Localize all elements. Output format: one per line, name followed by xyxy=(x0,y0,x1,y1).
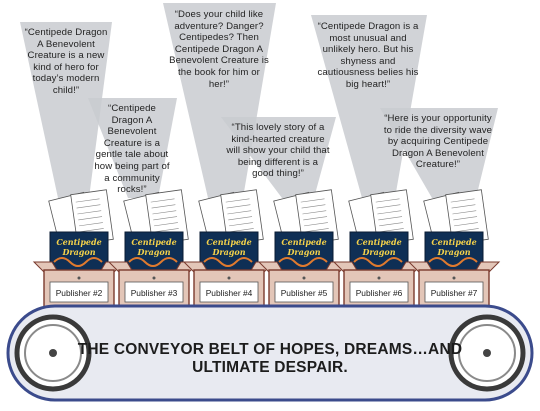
manuscript-line xyxy=(229,222,253,227)
manuscript-line xyxy=(151,204,176,209)
publisher-label-3: Publisher #3 xyxy=(130,288,178,298)
manuscript-line xyxy=(453,216,478,221)
book-cover xyxy=(424,231,484,271)
book-title-4: Centipede Dragon xyxy=(281,237,327,257)
book-title-6: Centipede Dragon xyxy=(431,237,477,257)
manuscript-line xyxy=(451,204,476,209)
dragon-art xyxy=(53,257,103,267)
spotlight-beam xyxy=(88,98,177,198)
manuscript-line xyxy=(375,198,400,203)
label-pin xyxy=(302,276,306,280)
manuscript-line xyxy=(228,216,253,221)
manuscript-line xyxy=(152,210,177,215)
manuscript-line xyxy=(304,222,328,227)
manuscript-line xyxy=(452,210,477,215)
book-cover xyxy=(49,231,109,271)
manuscript-line xyxy=(225,198,250,203)
manuscript-line xyxy=(304,228,329,233)
publisher-label-4: Publisher #4 xyxy=(205,288,253,298)
manuscript-line xyxy=(379,228,404,233)
manuscript-line xyxy=(154,222,178,227)
publisher-label-card xyxy=(274,281,334,303)
publisher-box xyxy=(32,189,126,311)
quote-2: “Does your child like adventure? Danger?… xyxy=(169,9,269,90)
publisher-label-card xyxy=(349,281,409,303)
quote-5: “This lovely story of a kind-hearted cre… xyxy=(226,122,330,180)
manuscript-line xyxy=(378,216,403,221)
quote-3: “Centipede Dragon is a most unusual and … xyxy=(317,21,419,90)
publisher-label-card xyxy=(199,281,259,303)
manuscript-line xyxy=(376,204,401,209)
manuscript-line xyxy=(450,198,475,203)
publisher-box xyxy=(107,189,201,311)
book-title-5: Centipede Dragon xyxy=(356,237,402,257)
publisher-label-5: Publisher #5 xyxy=(280,288,328,298)
book-title-2: Centipede Dragon xyxy=(131,237,177,257)
publisher-label-card xyxy=(424,281,484,303)
publisher-box xyxy=(257,189,351,311)
publisher-box xyxy=(332,189,426,311)
publisher-box xyxy=(407,189,501,311)
manuscript-line xyxy=(150,198,175,203)
publisher-label-6: Publisher #6 xyxy=(355,288,403,298)
manuscript-line xyxy=(379,222,403,227)
dragon-art xyxy=(128,257,178,267)
manuscript-line xyxy=(302,210,327,215)
belt-band xyxy=(6,304,534,402)
manuscript-line xyxy=(300,198,325,203)
dragon-art xyxy=(278,257,328,267)
manuscript-line xyxy=(76,204,101,209)
publisher-label-card xyxy=(49,281,109,303)
manuscript-line xyxy=(454,222,478,227)
manuscript-line xyxy=(303,216,328,221)
label-pin xyxy=(152,276,156,280)
manuscript-line xyxy=(75,198,100,203)
dragon-art xyxy=(353,257,403,267)
manuscript-line xyxy=(454,228,479,233)
label-pin xyxy=(77,276,81,280)
book-cover xyxy=(349,231,409,271)
spotlight-beam xyxy=(20,22,112,198)
publisher-label-7: Publisher #7 xyxy=(430,288,478,298)
manuscript-line xyxy=(153,216,178,221)
manuscript-line xyxy=(77,210,102,215)
publisher-boxes xyxy=(32,189,501,311)
quote-4: “Centipede Dragon A Benevolent Creature … xyxy=(94,103,170,196)
label-pin xyxy=(227,276,231,280)
manuscript-line xyxy=(78,216,103,221)
manuscript-line xyxy=(227,210,252,215)
manuscript-line xyxy=(301,204,326,209)
quote-1: “Centipede Dragon A Benevolent Creature … xyxy=(24,27,108,96)
dragon-art xyxy=(203,257,253,267)
book-cover xyxy=(124,231,184,271)
book-title-1: Centipede Dragon xyxy=(56,237,102,257)
publisher-label-2: Publisher #2 xyxy=(55,288,103,298)
belt-caption: THE CONVEYOR BELT OF HOPES, DREAMS…AND U… xyxy=(77,341,463,376)
manuscript-line xyxy=(226,204,251,209)
spotlight-beam xyxy=(221,117,336,198)
book-cover xyxy=(199,231,259,271)
dragon-art xyxy=(428,257,478,267)
label-pin xyxy=(377,276,381,280)
book-title-3: Centipede Dragon xyxy=(206,237,252,257)
manuscript-line xyxy=(229,228,254,233)
manuscript-line xyxy=(79,222,103,227)
conveyor-belt xyxy=(6,304,534,402)
book-cover xyxy=(274,231,334,271)
manuscript-line xyxy=(79,228,104,233)
quote-6: “Here is your opportunity to ride the di… xyxy=(383,113,493,171)
label-pin xyxy=(452,276,456,280)
spotlight-beam xyxy=(380,108,498,198)
spotlight-beams xyxy=(20,3,498,198)
manuscript-line xyxy=(377,210,402,215)
spotlight-beam xyxy=(311,15,427,198)
publisher-label-card xyxy=(124,281,184,303)
manuscript-line xyxy=(154,228,179,233)
publisher-box xyxy=(182,189,276,311)
